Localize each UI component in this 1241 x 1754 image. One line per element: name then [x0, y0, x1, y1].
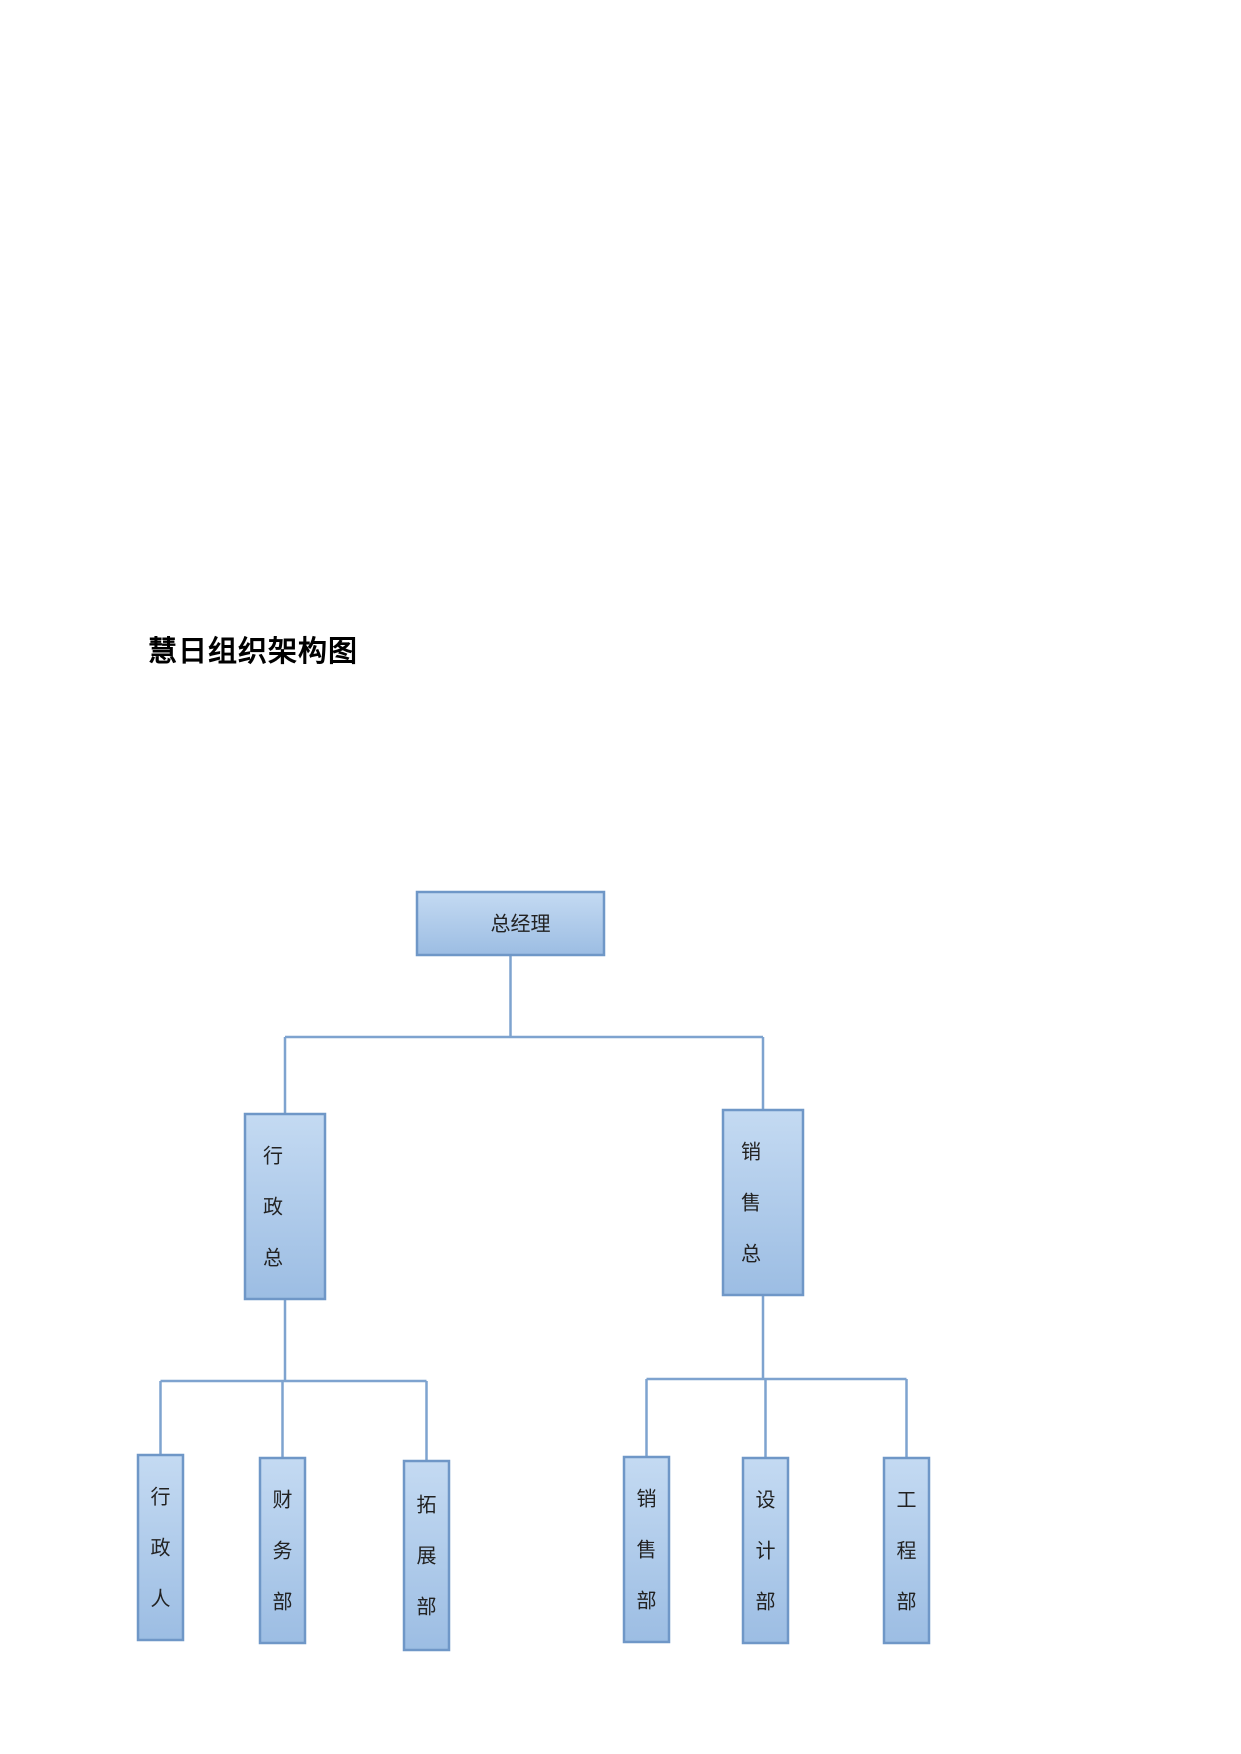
org-node-box	[741, 1456, 790, 1645]
org-node-label-char: 政	[263, 1195, 283, 1219]
org-node-sales-head: 销售总	[721, 1108, 805, 1297]
org-node-box	[402, 1459, 451, 1652]
org-node-label-char: 政	[151, 1536, 171, 1560]
org-node-label-char: 程	[897, 1539, 917, 1563]
org-node-engineering: 工程部	[882, 1456, 931, 1645]
org-node-label-char: 行	[151, 1485, 171, 1509]
org-node-label-char: 部	[637, 1589, 657, 1613]
org-node-finance: 财务部	[258, 1456, 307, 1645]
org-node-expansion: 拓展部	[402, 1459, 451, 1652]
org-node-admin-head: 行政总	[243, 1112, 327, 1301]
page-title: 慧日组织架构图	[148, 634, 359, 668]
org-node-box	[622, 1455, 671, 1644]
org-node-label-char: 销	[637, 1487, 657, 1511]
org-node-sales-dept: 销售部	[622, 1455, 671, 1644]
org-node-gm: 总经理	[415, 890, 606, 957]
org-node-label-char: 总	[741, 1242, 761, 1266]
org-node-box	[243, 1112, 327, 1301]
org-node-label-char: 务	[273, 1539, 293, 1563]
org-node-label-char: 财	[273, 1488, 293, 1512]
org-node-label-char: 部	[273, 1590, 293, 1614]
org-node-label-char: 总	[263, 1246, 283, 1270]
org-node-box	[258, 1456, 307, 1645]
org-node-box	[415, 890, 606, 957]
org-node-label: 总经理	[491, 912, 551, 936]
org-node-box	[882, 1456, 931, 1645]
org-node-label-char: 部	[897, 1590, 917, 1614]
org-node-label-char: 展	[417, 1544, 437, 1568]
org-node-label-char: 售	[741, 1191, 761, 1215]
org-node-label-char: 拓	[417, 1493, 437, 1517]
org-node-label-char: 工	[897, 1488, 917, 1512]
org-node-box	[136, 1453, 185, 1642]
org-node-label-char: 设	[756, 1488, 776, 1512]
connectors	[159, 955, 908, 1461]
org-node-label-char: 计	[756, 1539, 776, 1563]
org-node-box	[721, 1108, 805, 1297]
org-node-label-char: 人	[151, 1587, 171, 1611]
org-node-label-char: 部	[756, 1590, 776, 1614]
org-node-label-char: 部	[417, 1595, 437, 1619]
org-node-label-char: 行	[263, 1144, 283, 1168]
org-node-design: 设计部	[741, 1456, 790, 1645]
org-node-admin-hr: 行政人	[136, 1453, 185, 1642]
org-node-label-char: 售	[637, 1538, 657, 1562]
org-node-label-char: 销	[741, 1140, 761, 1164]
